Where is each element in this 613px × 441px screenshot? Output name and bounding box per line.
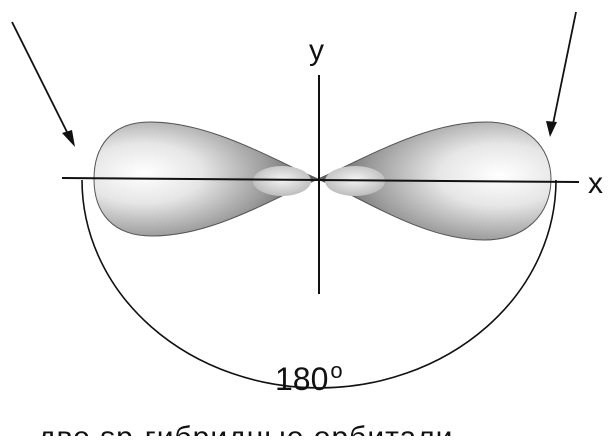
angle-label: 180o bbox=[275, 358, 343, 397]
y-axis-label: y bbox=[309, 34, 324, 67]
angle-unit: o bbox=[330, 358, 342, 383]
x-axis-label: x bbox=[588, 167, 603, 200]
angle-value: 180 bbox=[275, 361, 328, 397]
caption: две sp-гибридные орбитали bbox=[38, 421, 453, 436]
right-arrow bbox=[546, 11, 577, 137]
left-small-lobe bbox=[253, 166, 311, 196]
x-axis-line bbox=[61, 177, 580, 183]
left-arrow bbox=[11, 21, 75, 147]
angle-arc bbox=[81, 179, 557, 389]
